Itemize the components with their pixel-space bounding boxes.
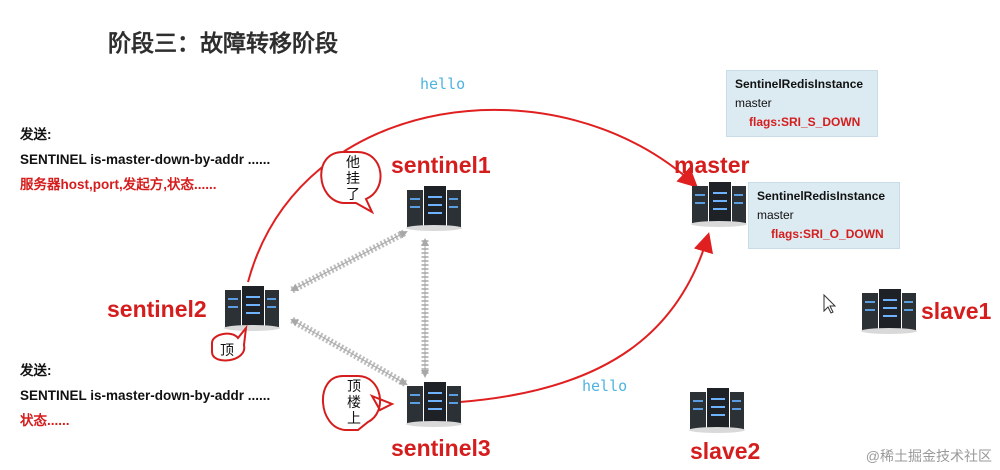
sentinel3-server-icon [406, 382, 462, 427]
master-label: master [674, 152, 750, 178]
bubble-text: 他 [346, 155, 360, 171]
info-name: SentinelRedisInstance [735, 77, 864, 91]
send-label: 发送: [20, 127, 52, 142]
bubble-text: 了 [346, 187, 360, 203]
sentinel3-label: sentinel3 [391, 435, 491, 461]
speech-bubble-sentinel1: 他 挂 了 [320, 151, 382, 215]
page-title: 阶段三：故障转移阶段 [108, 30, 338, 56]
slave1-label: slave1 [921, 298, 992, 324]
speech-bubble-sentinel2: 顶 [211, 324, 248, 362]
hello-arrow-top [247, 108, 698, 283]
sentinel1-server-icon [406, 186, 462, 231]
send-message-top: 发送: SENTINEL is-master-down-by-addr ....… [20, 122, 270, 197]
sentinel-arrow-1-2 [290, 228, 408, 294]
slave1-server-icon [861, 289, 917, 334]
speech-bubble-sentinel3: 顶 楼 上 [321, 375, 395, 431]
hello-label-bottom: hello [582, 377, 628, 395]
hello-label-top: hello [420, 75, 466, 93]
send-message-bottom: 发送: SENTINEL is-master-down-by-addr ....… [20, 358, 270, 433]
sentinel-arrow-2-3 [290, 316, 408, 388]
bubble-text: 顶 [220, 343, 234, 359]
mouse-cursor-icon [823, 293, 837, 314]
sentinel2-label: sentinel2 [107, 296, 207, 322]
hello-arrow-bottom [459, 232, 714, 403]
info-flags: flags:SRI_O_DOWN [771, 227, 884, 241]
sentinel1-label: sentinel1 [391, 152, 491, 178]
info-box-sdown: SentinelRedisInstance master flags:SRI_S… [726, 70, 878, 137]
send-label: 发送: [20, 363, 52, 378]
bubble-text: 上 [347, 411, 361, 427]
info-role: master [757, 208, 794, 222]
watermark: @稀土掘金技术社区 [865, 448, 992, 464]
bubble-text: 挂 [346, 171, 360, 187]
bubble-text: 楼 [347, 395, 361, 411]
master-server-icon [691, 182, 747, 227]
info-name: SentinelRedisInstance [757, 189, 886, 203]
send-command: SENTINEL is-master-down-by-addr ...... [20, 152, 271, 167]
bubble-text: 顶 [347, 379, 361, 395]
send-params: 服务器host,port,发起方,状态...... [20, 177, 217, 192]
info-box-odown: SentinelRedisInstance master flags:SRI_O… [748, 182, 900, 249]
slave2-label: slave2 [690, 438, 761, 464]
info-flags: flags:SRI_S_DOWN [749, 115, 861, 129]
send-command: SENTINEL is-master-down-by-addr ...... [20, 388, 271, 403]
info-role: master [735, 96, 772, 110]
sentinel2-server-icon [224, 286, 280, 331]
send-params: 状态...... [20, 413, 70, 428]
slave2-server-icon [689, 388, 745, 433]
